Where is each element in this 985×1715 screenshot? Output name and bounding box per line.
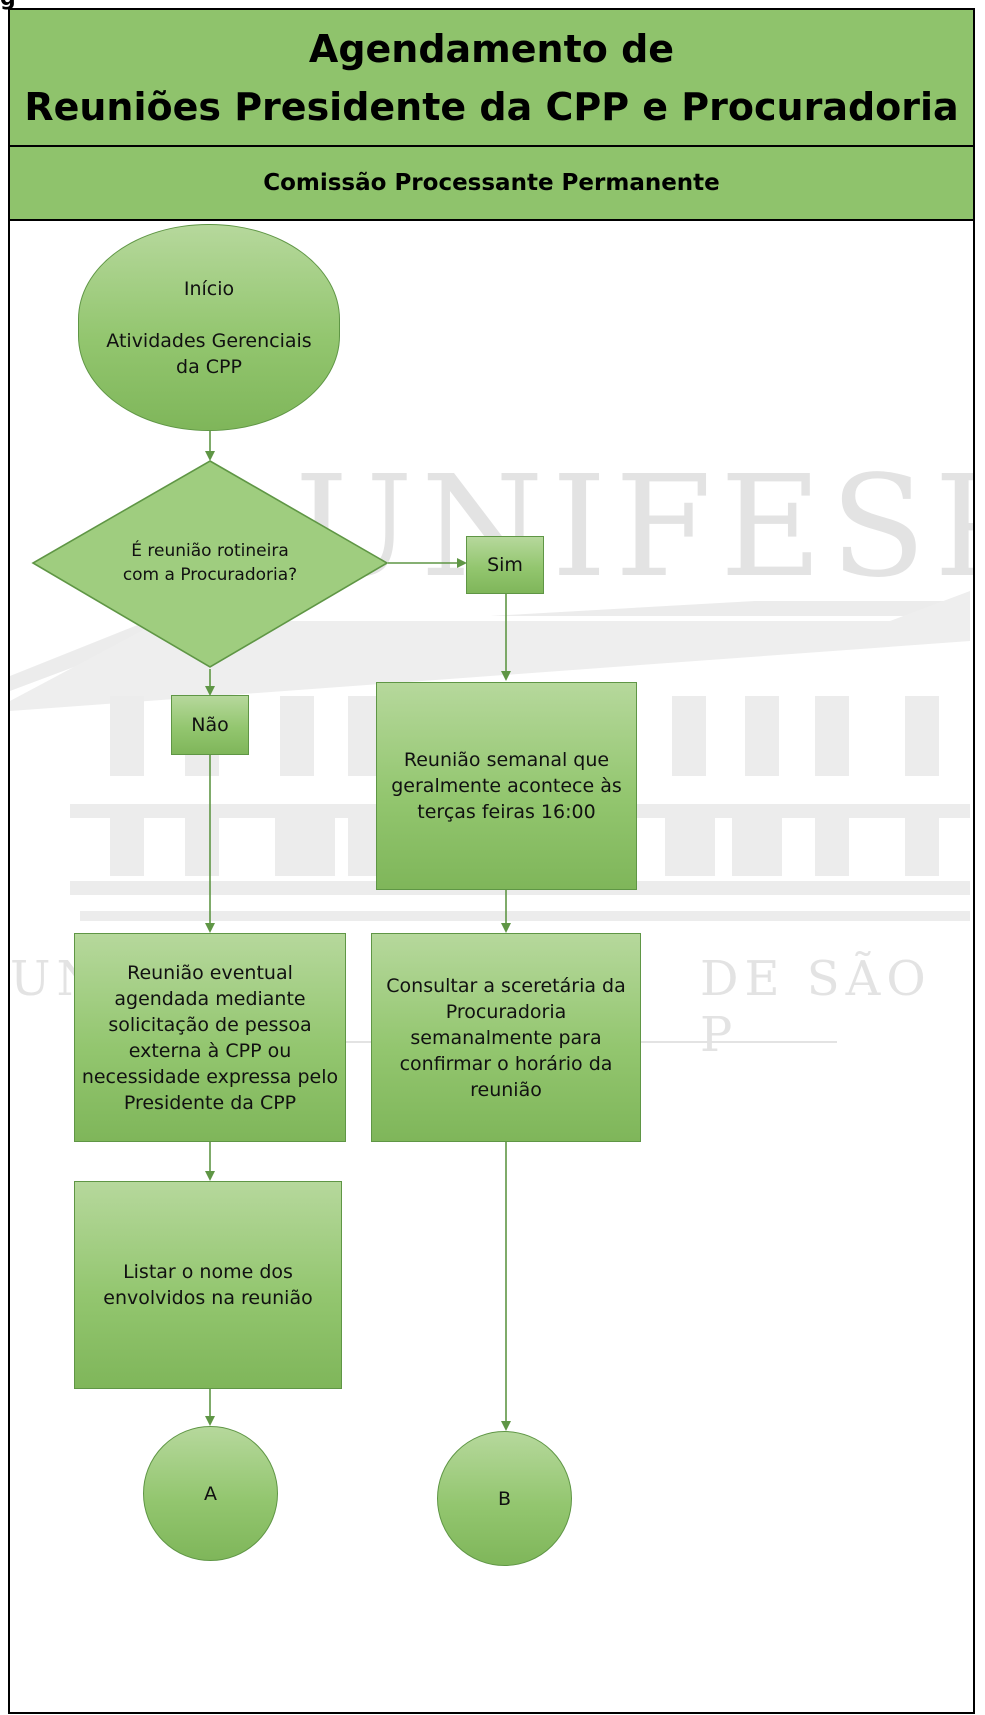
eventual-meeting-process: Reunião eventual agendada mediante solic… xyxy=(74,933,346,1142)
decision-diamond-shape xyxy=(31,460,389,668)
weekly-meeting-process: Reunião semanal que geralmente acontece … xyxy=(376,682,637,890)
yes-label: Sim xyxy=(487,554,523,576)
swimlane-title: Comissão Processante Permanente xyxy=(263,170,720,196)
start-terminal-label: Início Atividades Gerenciais da CPP xyxy=(106,277,312,378)
no-label-box: Não xyxy=(171,695,249,755)
weekly-meeting-label: Reunião semanal que geralmente acontece … xyxy=(391,749,622,823)
title-band: Procedimento 22 - Gerencial - Agendament… xyxy=(10,10,973,187)
off-page-connector-a: A xyxy=(143,1426,278,1561)
no-label: Não xyxy=(191,714,229,736)
off-page-connector-b: B xyxy=(437,1431,572,1566)
cropped-heading-fragment: g xyxy=(0,0,16,11)
eventual-meeting-label: Reunião eventual agendada mediante solic… xyxy=(81,961,339,1114)
yes-label-box: Sim xyxy=(466,536,544,594)
list-names-label: Listar o nome dos envolvidos na reunião xyxy=(103,1261,313,1309)
start-terminal: Início Atividades Gerenciais da CPP xyxy=(78,224,340,431)
flowchart-canvas: UNIFESP UN DE SÃO P xyxy=(10,221,973,1712)
list-names-process: Listar o nome dos envolvidos na reunião xyxy=(74,1181,342,1389)
consult-secretary-process: Consultar a sceretária da Procuradoria s… xyxy=(371,933,641,1142)
flow-connectors xyxy=(31,431,511,1431)
decision-label: É reunião rotineira com a Procuradoria? xyxy=(122,541,298,585)
procedure-frame: Procedimento 22 - Gerencial - Agendament… xyxy=(8,8,975,1714)
connector-a-label: A xyxy=(204,1482,217,1505)
swimlane-header: Comissão Processante Permanente xyxy=(10,147,973,221)
consult-secretary-label: Consultar a sceretária da Procuradoria s… xyxy=(386,974,626,1101)
connector-b-label: B xyxy=(497,1487,512,1510)
